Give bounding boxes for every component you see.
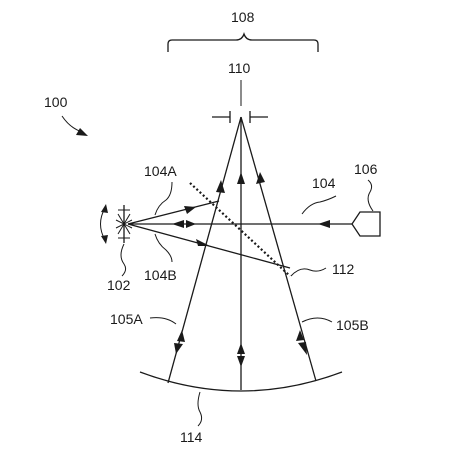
beam-a-leader [154,181,173,216]
beam-splitter-leader [290,267,327,277]
beam-splitter [189,182,291,277]
label-ray-b: 105B [336,317,369,333]
label-curved-mirror: 114 [180,429,203,445]
label-beam-a: 104A [144,163,177,179]
rotation-arrow-top [101,204,108,213]
double-arrow-center [237,343,245,367]
double-arrow-right [296,330,307,355]
scanning-mirror [115,205,133,243]
source-block [351,211,381,237]
double-arrow-left [174,330,185,354]
label-beam-main: 104 [312,175,336,191]
system-arrow-head [76,128,88,136]
arrow-beam-b [196,239,210,246]
arrow-up-left [216,180,225,193]
curved-mirror [139,371,343,392]
label-system: 100 [44,94,68,110]
beam-b-leader [154,233,173,263]
label-mirror: 102 [107,277,131,293]
label-span: 108 [231,9,255,25]
ray-left [167,116,242,384]
rotation-arrow-bottom [101,235,108,244]
label-focus: 110 [228,60,251,76]
label-source: 106 [354,161,378,177]
ray-b-leader [301,317,333,323]
beam-a [127,200,220,225]
curved-mirror-leader [197,391,203,427]
arrow-beam-main [318,220,330,228]
rotation-arc [100,207,106,241]
label-beam-splitter: 112 [332,261,355,277]
arrow-up-center [237,172,245,184]
span-brace [167,31,319,52]
double-arrow-mirror [172,220,196,228]
arrow-beam-a [184,206,196,214]
arrow-up-right [256,172,265,184]
system-arrow-line [61,115,83,133]
mirror-leader [120,243,127,277]
beam-main-leader [301,195,337,215]
ray-a-leader [149,317,177,325]
label-beam-b: 104B [144,267,177,283]
ray-right [240,116,317,382]
label-ray-a: 105A [110,311,143,327]
source-leader [367,179,374,212]
